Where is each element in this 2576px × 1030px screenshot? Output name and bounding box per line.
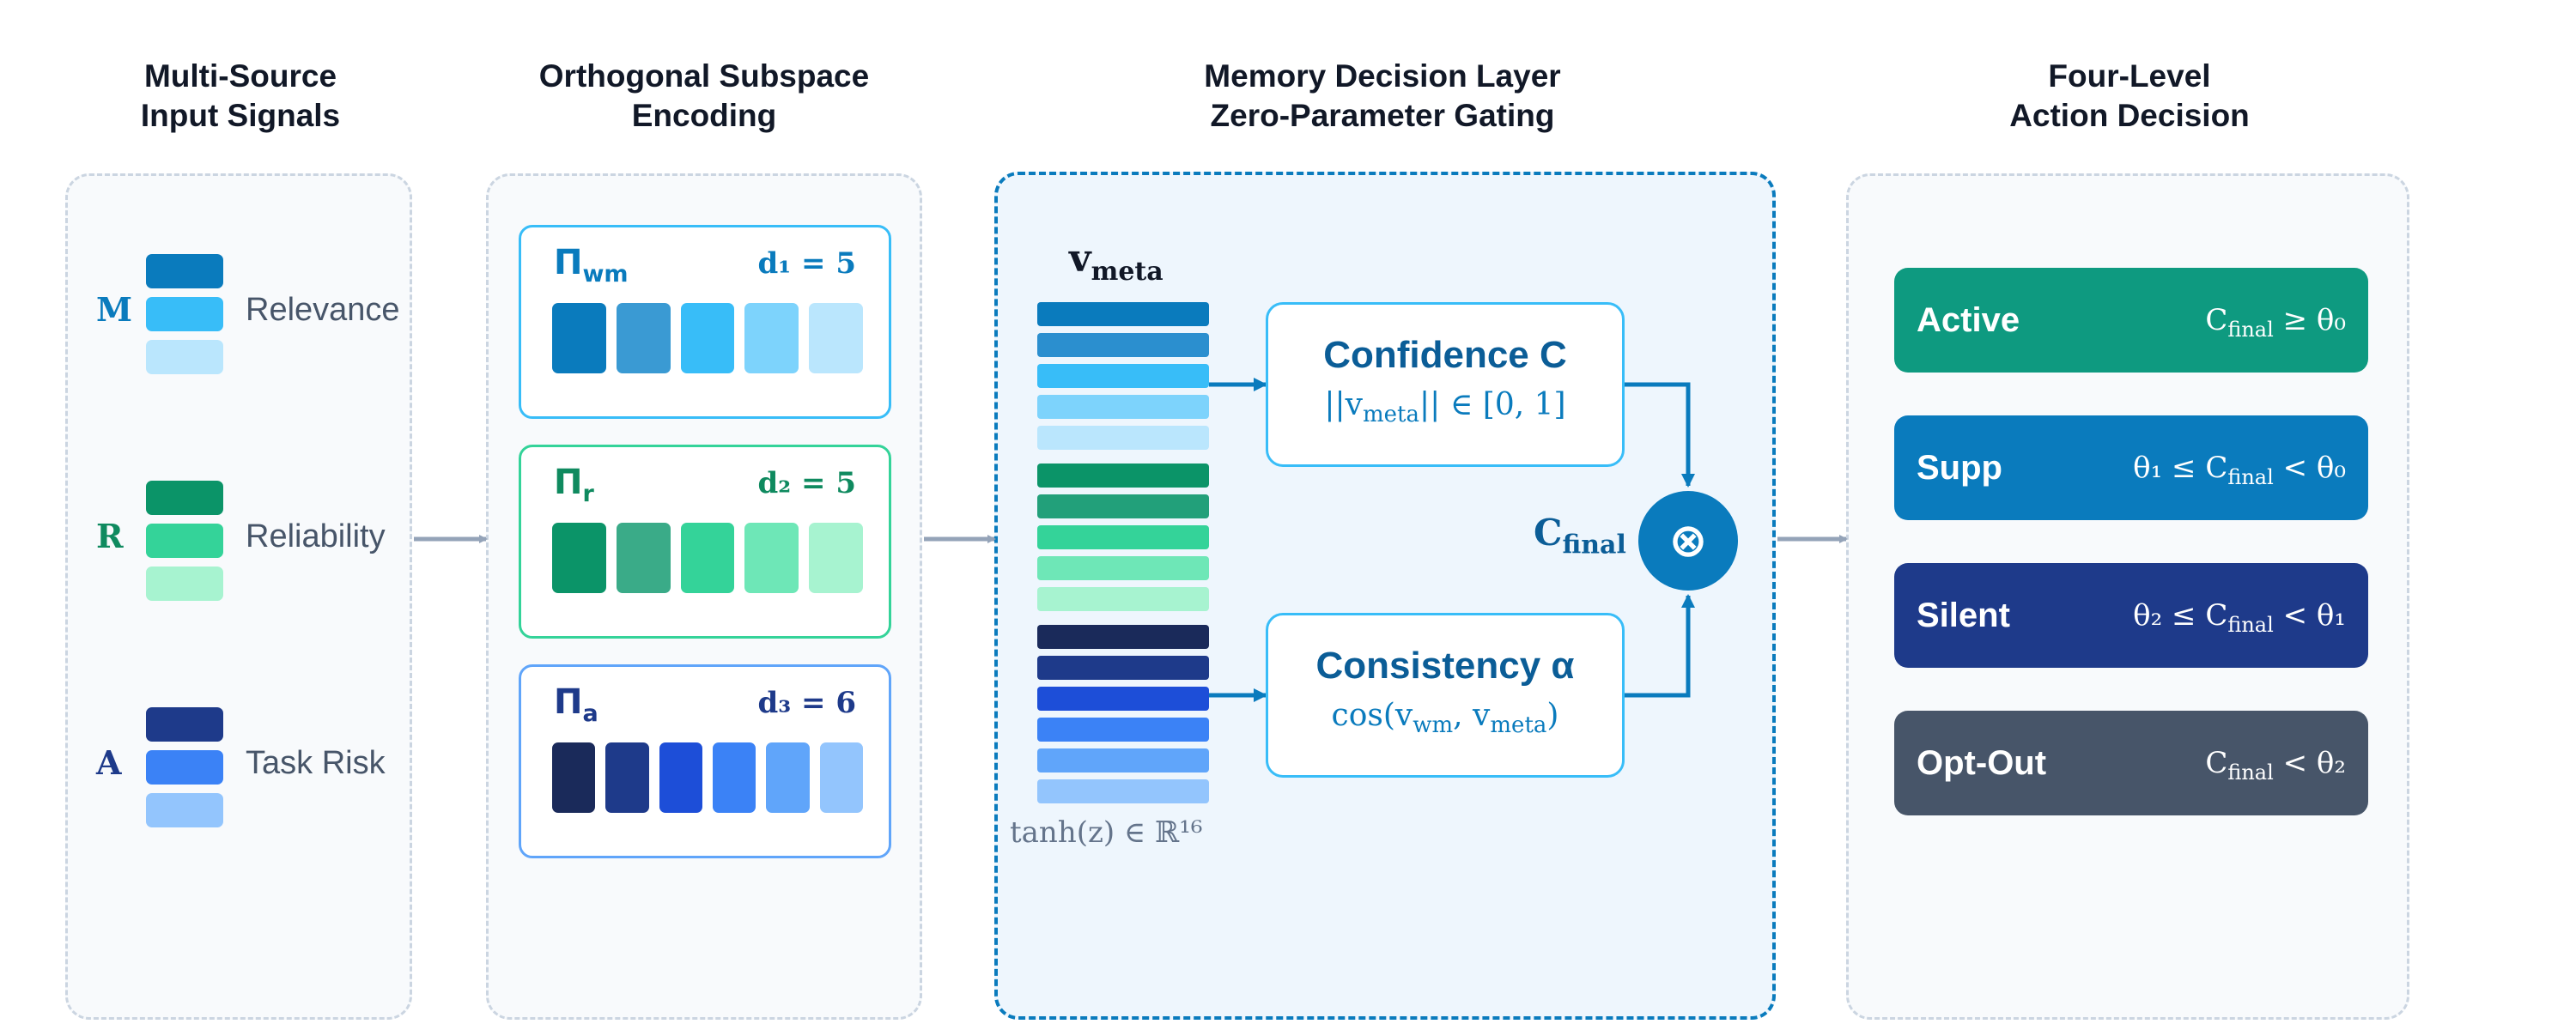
encoding-dimension: d₃ = 6 [757,686,856,720]
vmeta-label: vmeta [1069,237,1163,287]
confidence-box: Confidence C ||vmeta|| ∈ [0, 1] [1266,302,1625,467]
encoding-bar [819,742,863,813]
vmeta-component [1037,687,1209,711]
vmeta-component [1037,587,1209,611]
confidence-title: Confidence C [1323,334,1567,376]
signal-block [146,297,223,331]
vmeta-footer: tanh(z) ∈ ℝ¹⁶ [1010,815,1203,850]
confidence-formula: ||vmeta|| ∈ [0, 1] [1324,387,1566,428]
product-operator-icon: ⊗ [1638,491,1738,591]
vmeta-subscript: meta [1091,256,1163,287]
encoding-bar [659,742,702,813]
consistency-formula: cos(vwm, vmeta) [1331,698,1559,739]
inputs-panel [65,173,412,1020]
vmeta-component [1037,625,1209,649]
vmeta-component [1037,302,1209,326]
vmeta-component [1037,718,1209,742]
consistency-box: Consistency α cos(vwm, vmeta) [1266,613,1625,778]
action-active-row: Active Cfinal ≥ θ₀ [1894,268,2368,373]
vmeta-component [1037,494,1209,518]
action-condition: Cfinal ≥ θ₀ [2205,303,2346,342]
vmeta-component [1037,426,1209,450]
encoding-title-line1: Orthogonal Subspace [538,58,870,94]
vmeta-component [1037,556,1209,580]
encoding-projector: Πr [554,463,594,507]
signal-block [146,524,223,558]
signal-block [146,254,223,288]
action-supp-row: Supp θ₁ ≤ Cfinal < θ₀ [1894,415,2368,520]
signal-block [146,340,223,374]
signal-label: Reliability [246,518,386,554]
encoding-title-line2: Encoding [631,98,777,133]
action-label: Supp [1917,449,2002,487]
encoding-bar [616,303,671,373]
vmeta-component [1037,464,1209,488]
memory-title-line2: Zero-Parameter Gating [1210,98,1555,133]
encoding-bar [552,742,596,813]
encoding-bar [680,523,735,593]
action-condition: θ₂ ≤ Cfinal < θ₁ [2133,598,2346,637]
actions-column-title: Four-Level Action Decision [1915,57,2344,136]
encoding-bar [616,523,671,593]
vmeta-component [1037,779,1209,803]
encoding-box: Πwm d₁ = 5 [519,225,891,419]
signal-label: Relevance [246,292,400,328]
action-label: Active [1917,301,2020,339]
actions-title-line2: Action Decision [2009,98,2250,133]
consistency-title: Consistency α [1315,645,1575,687]
encoding-column-title: Orthogonal Subspace Encoding [489,57,919,136]
arrow-consistency-to-product [1623,594,1695,698]
vmeta-component [1037,395,1209,419]
action-silent-row: Silent θ₂ ≤ Cfinal < θ₁ [1894,563,2368,668]
signal-label: Task Risk [246,745,386,781]
arrow-confidence-to-product [1623,382,1695,488]
vmeta-component [1037,656,1209,680]
vmeta-letter: v [1069,237,1091,281]
encoding-bar [552,303,606,373]
signal-letter: A [96,743,122,782]
action-condition: θ₁ ≤ Cfinal < θ₀ [2133,451,2346,489]
encoding-box: Πr d₂ = 5 [519,445,891,639]
encoding-dimension: d₂ = 5 [757,466,856,500]
actions-title-line1: Four-Level [2048,58,2211,94]
signal-block [146,707,223,742]
signal-block [146,750,223,785]
inputs-title-line2: Input Signals [140,98,341,133]
encoding-bar [713,742,756,813]
action-label: Opt-Out [1917,744,2047,782]
action-condition: Cfinal < θ₂ [2205,746,2346,785]
encoding-box: Πa d₃ = 6 [519,664,891,858]
inputs-column-title: Multi-Source Input Signals [69,57,412,136]
memory-title-line1: Memory Decision Layer [1204,58,1561,94]
encoding-bar [552,523,606,593]
signal-letter: M [96,290,133,329]
action-optout-row: Opt-Out Cfinal < θ₂ [1894,711,2368,815]
encoding-bar [680,303,735,373]
vmeta-component [1037,333,1209,357]
encoding-projector: Πa [554,682,598,727]
encoding-bar [744,303,799,373]
cfinal-label: Cfinal [1534,512,1626,560]
action-label: Silent [1917,597,2010,634]
vmeta-component [1037,748,1209,772]
encoding-bar [744,523,799,593]
encoding-bar [766,742,810,813]
memory-column-title: Memory Decision Layer Zero-Parameter Gat… [1082,57,1683,136]
encoding-bar [809,523,863,593]
signal-letter: R [96,517,124,555]
encoding-bar [809,303,863,373]
signal-block [146,793,223,827]
encoding-dimension: d₁ = 5 [757,246,856,281]
signal-block [146,566,223,601]
encoding-bar [605,742,649,813]
vmeta-component [1037,525,1209,549]
signal-block [146,481,223,515]
inputs-title-line1: Multi-Source [143,58,337,94]
vmeta-component [1037,364,1209,388]
encoding-projector: Πwm [554,243,629,288]
